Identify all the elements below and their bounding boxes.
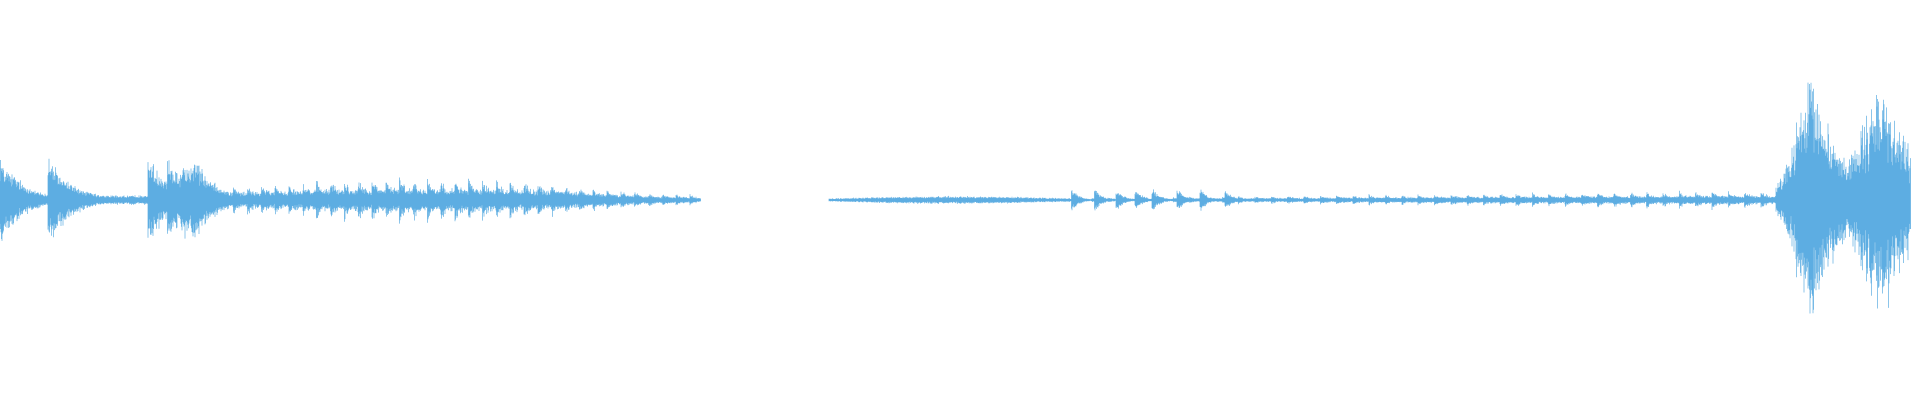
waveform-trace — [0, 82, 1911, 314]
waveform-path — [0, 82, 1911, 314]
